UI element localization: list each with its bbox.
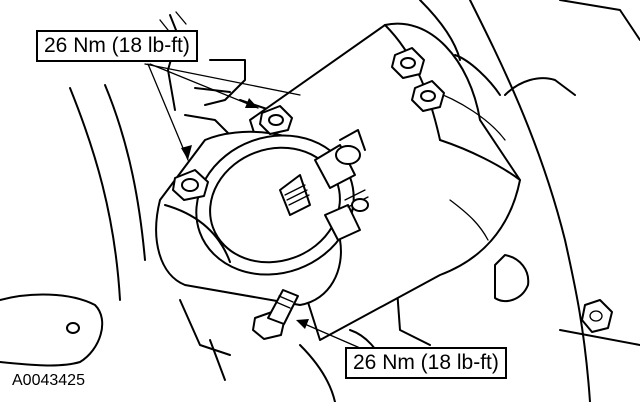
torque-callout-bottom: 26 Nm (18 lb-ft): [345, 347, 507, 379]
terminal-stud-1: [279, 174, 311, 216]
leader-lines: [144, 63, 361, 349]
hex-bolt-icon: [411, 80, 445, 112]
hex-bolt-icon: [259, 105, 293, 135]
hex-bolt-icon: [252, 289, 299, 340]
torque-callout-top: 26 Nm (18 lb-ft): [36, 30, 198, 62]
hex-bolt-icon: [172, 169, 209, 201]
terminal-stud-2: [314, 129, 366, 189]
starter-motor-icon: [155, 22, 521, 341]
terminal-stud-3: [324, 189, 369, 241]
hex-bolt-icon: [391, 47, 425, 79]
figure-id-label: A0043425: [12, 372, 85, 389]
